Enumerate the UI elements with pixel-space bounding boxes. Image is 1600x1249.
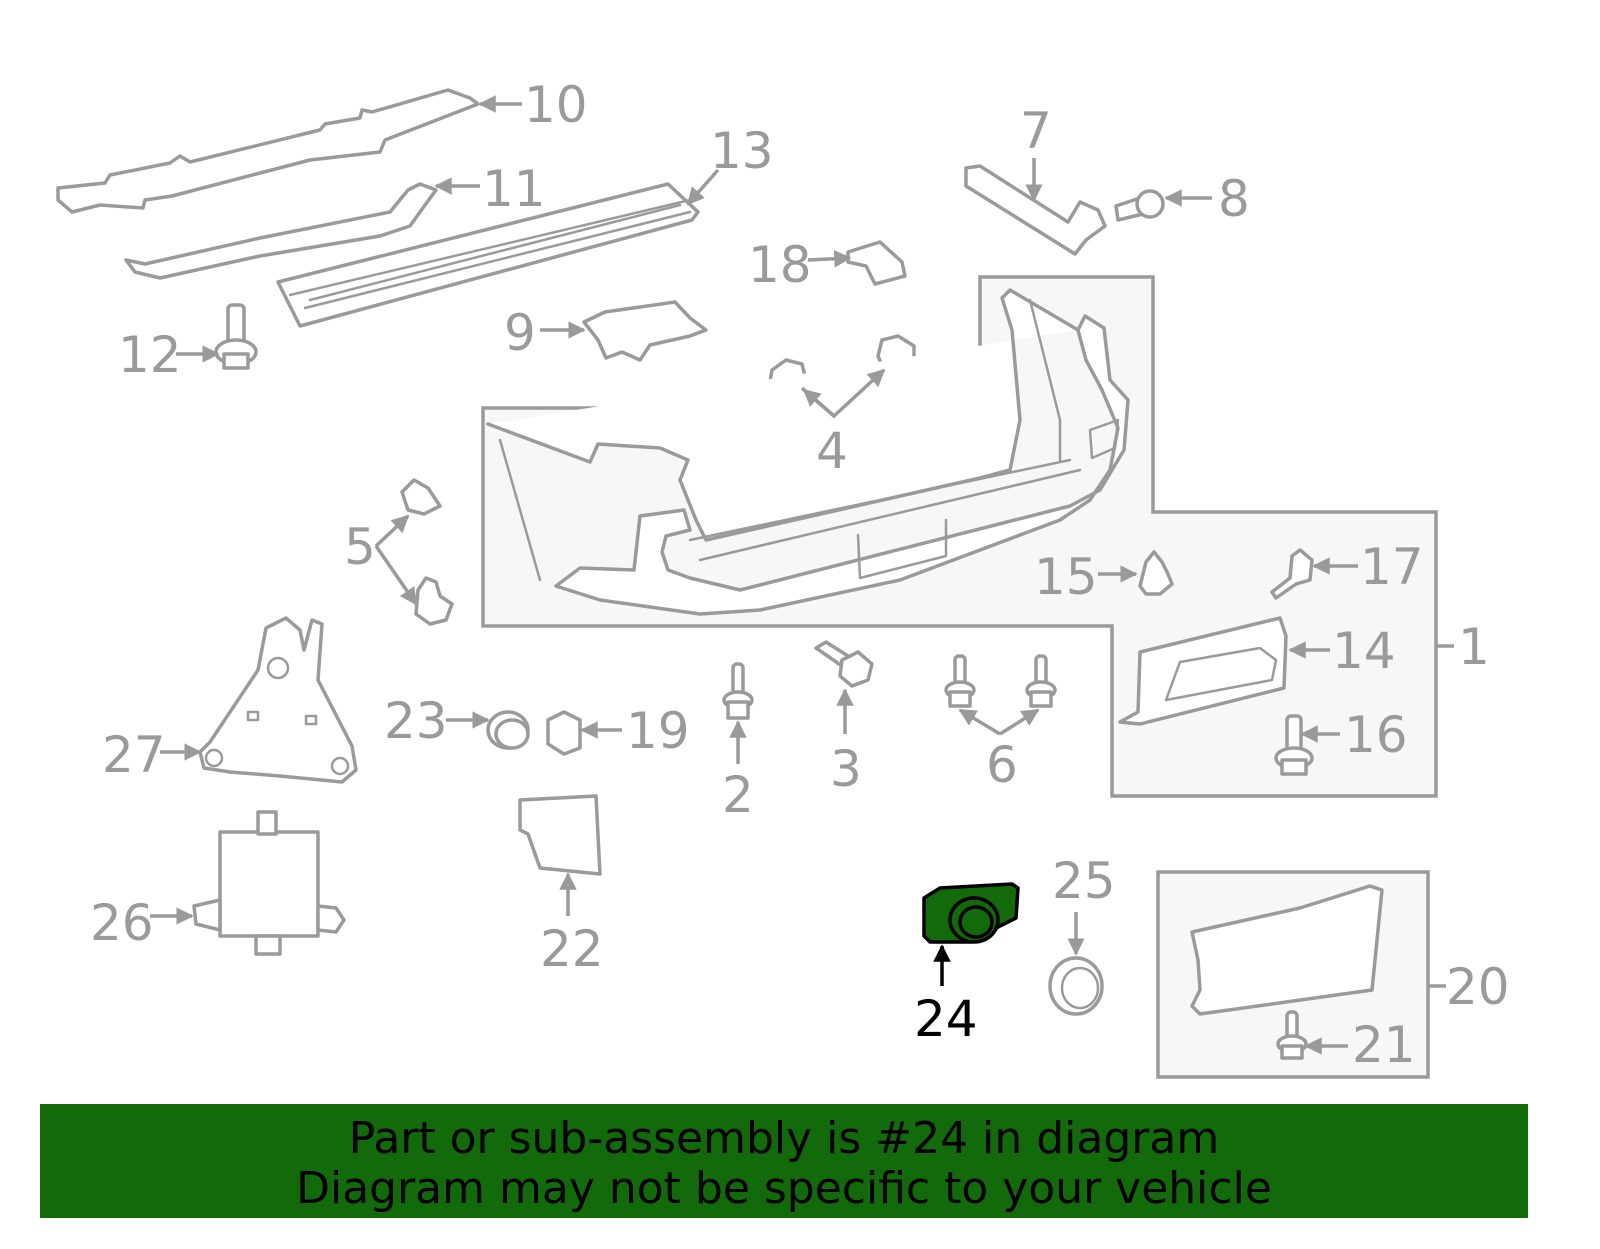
part-8-bolt[interactable] [1114, 189, 1165, 222]
callout-9[interactable]: 9 [504, 304, 536, 362]
part-5-clip-a[interactable] [400, 478, 442, 516]
part-18-bracket[interactable] [846, 240, 907, 286]
banner-line-2: Diagram may not be specific to your vehi… [296, 1163, 1272, 1214]
part-6-clip-a[interactable] [944, 654, 976, 708]
part-6-clip-b[interactable] [1025, 654, 1057, 708]
part-5-clip-b[interactable] [414, 576, 454, 626]
part-19-clip[interactable] [546, 710, 582, 756]
part-27-bracket[interactable] [198, 616, 358, 784]
callout-10[interactable]: 10 [524, 76, 588, 134]
callout-25[interactable]: 25 [1052, 852, 1116, 910]
part-3-bolt[interactable] [814, 640, 874, 688]
part-2-clip[interactable] [722, 662, 754, 720]
callout-23[interactable]: 23 [384, 692, 448, 750]
part-24-sensor[interactable] [922, 882, 1020, 944]
callout-2[interactable]: 2 [722, 766, 754, 824]
callout-4[interactable]: 4 [816, 422, 848, 480]
callout-5[interactable]: 5 [344, 518, 376, 576]
callout-19[interactable]: 19 [626, 702, 690, 760]
part-20-reflector[interactable] [1190, 884, 1384, 1016]
callout-24-highlighted[interactable]: 24 [914, 990, 978, 1048]
part-26-module[interactable] [192, 810, 346, 956]
info-banner: Part or sub-assembly is #24 in diagram D… [40, 1104, 1528, 1218]
callout-26[interactable]: 26 [90, 894, 154, 952]
callout-12[interactable]: 12 [118, 326, 182, 384]
part-15-clip[interactable] [1138, 550, 1174, 596]
leader-lines [150, 95, 1454, 1055]
part-17-clip[interactable] [1270, 548, 1314, 600]
part-25-ring[interactable] [1048, 956, 1104, 1016]
callout-17[interactable]: 17 [1360, 538, 1424, 596]
part-7-bracket[interactable] [964, 164, 1107, 256]
callout-27[interactable]: 27 [102, 726, 166, 784]
callout-20[interactable]: 20 [1446, 958, 1510, 1016]
callout-15[interactable]: 15 [1034, 548, 1098, 606]
part-1-bumper-cover[interactable] [486, 288, 1130, 616]
part-9-bracket[interactable] [582, 300, 708, 362]
callout-13[interactable]: 13 [710, 122, 774, 180]
callouts: 10 11 13 12 9 18 7 8 4 5 15 17 14 1 16 2… [90, 76, 1510, 1074]
part-14-trim[interactable] [1118, 616, 1288, 726]
callout-16[interactable]: 16 [1344, 706, 1408, 764]
part-16-bolt[interactable] [1274, 714, 1314, 776]
callout-3[interactable]: 3 [830, 740, 862, 798]
callout-21[interactable]: 21 [1352, 1016, 1416, 1074]
callout-7[interactable]: 7 [1020, 102, 1052, 160]
part-11-bracket[interactable] [124, 182, 438, 280]
callout-11[interactable]: 11 [482, 160, 546, 218]
callout-14[interactable]: 14 [1332, 622, 1396, 680]
part-23-grommet[interactable] [486, 710, 530, 750]
callout-8[interactable]: 8 [1218, 170, 1250, 228]
callout-18[interactable]: 18 [748, 236, 812, 294]
callout-6[interactable]: 6 [986, 736, 1018, 794]
part-10-bracket[interactable] [56, 88, 480, 214]
part-21-clip[interactable] [1276, 1010, 1308, 1060]
callout-1[interactable]: 1 [1458, 618, 1490, 676]
part-22-panel[interactable] [518, 794, 602, 876]
callout-22[interactable]: 22 [540, 920, 604, 978]
banner-line-1: Part or sub-assembly is #24 in diagram [348, 1113, 1220, 1164]
part-12-bolt[interactable] [214, 303, 258, 370]
